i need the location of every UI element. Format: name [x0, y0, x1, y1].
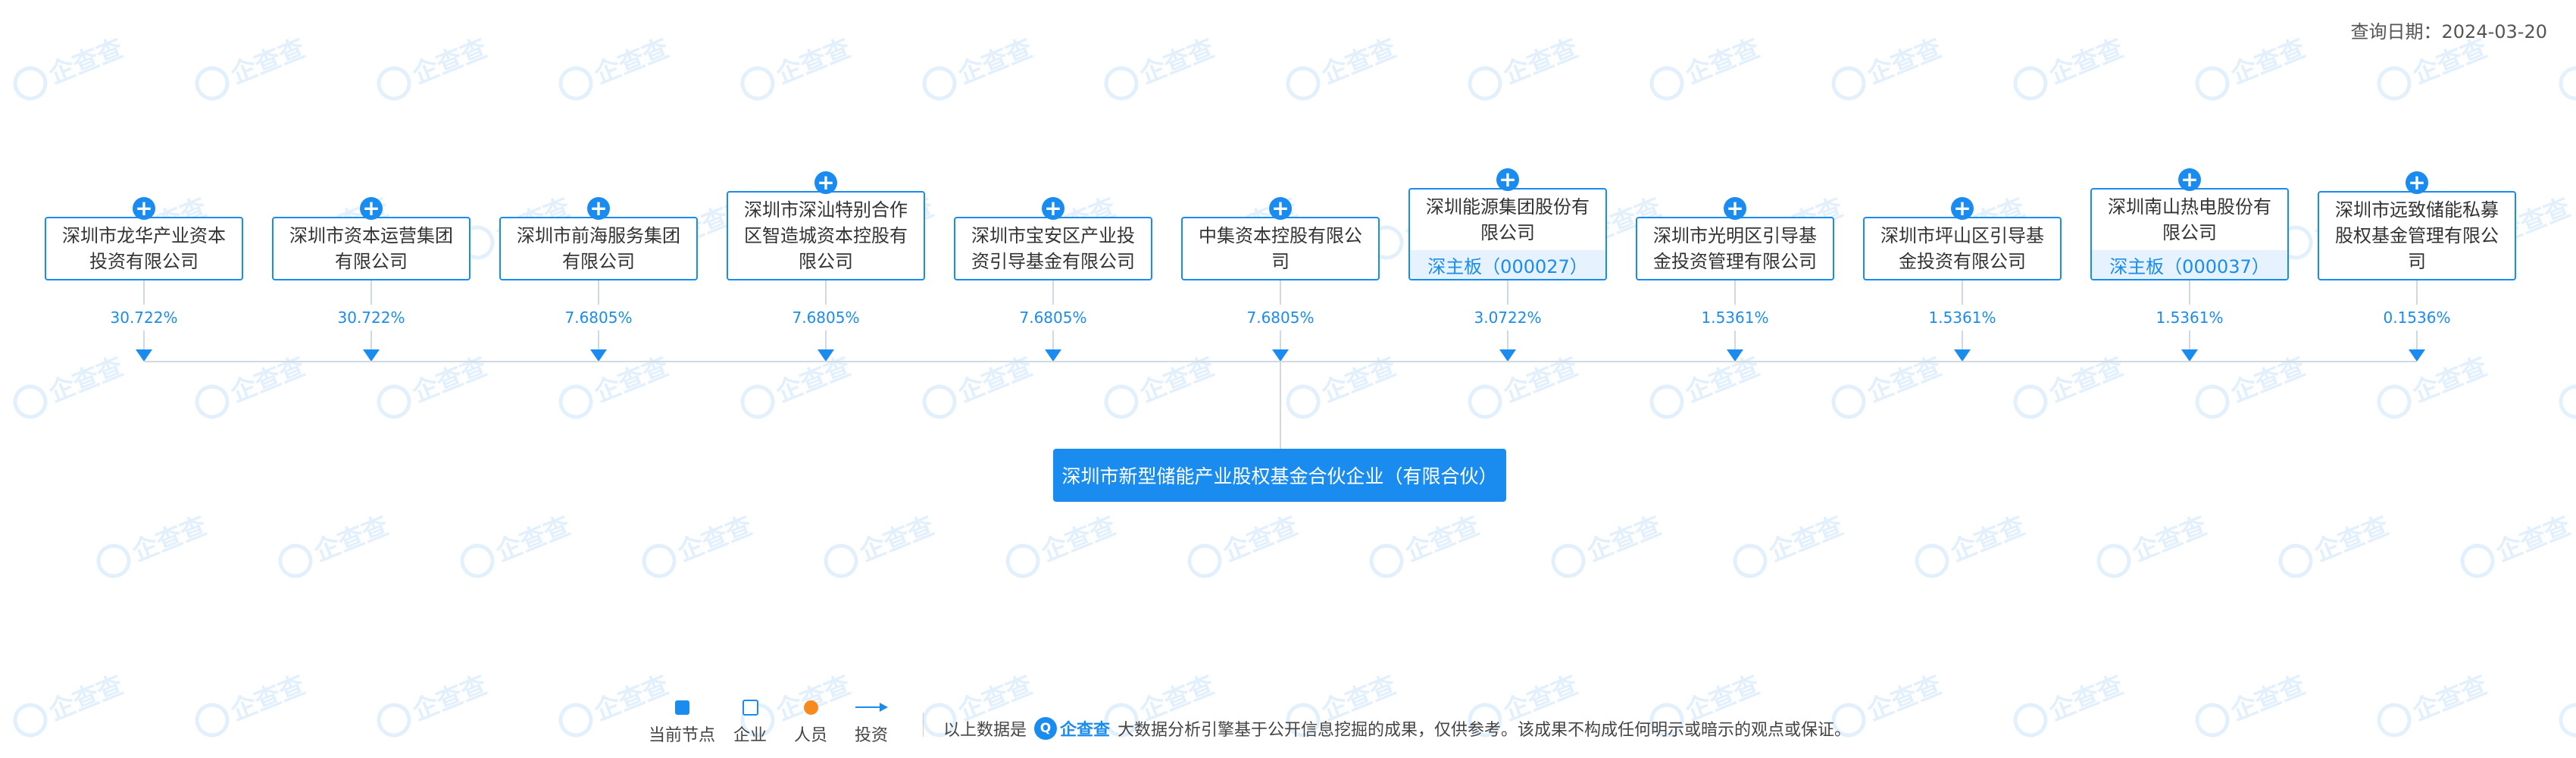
expand-plus-icon[interactable]: +	[360, 197, 383, 220]
current-company-name: 深圳市新型储能产业股权基金合伙企业（有限合伙）	[1061, 465, 1498, 487]
arrow-down-icon	[136, 349, 152, 362]
footer-divider	[923, 713, 924, 737]
arrow-down-icon	[590, 349, 607, 362]
shareholder-node[interactable]: 中集资本控股有限公司	[1181, 217, 1380, 280]
expand-plus-icon[interactable]: +	[1496, 168, 1519, 191]
expand-plus-icon[interactable]: +	[1724, 197, 1746, 220]
company-icon	[742, 699, 758, 716]
shareholder-node[interactable]: 深圳市龙华产业资本投资有限公司	[45, 217, 243, 280]
share-percent: 3.0722%	[1474, 309, 1542, 327]
share-percent: 7.6805%	[792, 309, 860, 327]
shareholder-name: 深圳能源集团股份有限公司	[1426, 196, 1590, 243]
share-percent: 7.6805%	[564, 309, 633, 327]
shareholder-name: 深圳市光明区引导基金投资管理有限公司	[1653, 225, 1817, 272]
shareholder-name: 深圳市资本运营集团有限公司	[289, 225, 453, 272]
arrow-down-icon	[2181, 349, 2198, 362]
share-percent: 30.722%	[337, 309, 405, 327]
expand-plus-icon[interactable]: +	[1951, 197, 1974, 220]
shareholder-node[interactable]: 深圳能源集团股份有限公司深主板（000027）	[1408, 188, 1607, 280]
shareholder-node[interactable]: 深圳市资本运营集团有限公司	[272, 217, 470, 280]
share-percent: 30.722%	[110, 309, 178, 327]
arrow-down-icon	[1499, 349, 1516, 362]
brand-logo: Q 企查查	[1034, 716, 1110, 741]
current-node-icon	[674, 700, 689, 715]
shareholder-node[interactable]: 深圳市宝安区产业投资引导基金有限公司	[954, 217, 1152, 280]
arrow-down-icon	[1045, 349, 1061, 362]
stock-tag[interactable]: 深主板（000027）	[1410, 250, 1605, 279]
shareholder-name: 中集资本控股有限公司	[1199, 225, 1362, 272]
disclaimer: 以上数据是 Q 企查查 大数据分析引擎基于公开信息挖掘的成果，仅供参考。该成果不…	[943, 716, 1851, 741]
stock-tag[interactable]: 深主板（000037）	[2092, 250, 2287, 279]
shareholder-node[interactable]: 深圳市坪山区引导基金投资有限公司	[1863, 217, 2062, 280]
legend-current-node: 当前节点	[648, 696, 716, 746]
legend: 当前节点 企业 人员 投资	[648, 696, 921, 745]
arrow-down-icon	[1727, 349, 1743, 362]
shareholder-name: 深圳市远致储能私募股权基金管理有限公司	[2335, 199, 2499, 272]
shareholder-name: 深圳市龙华产业资本投资有限公司	[62, 225, 226, 272]
expand-plus-icon[interactable]: +	[587, 197, 610, 220]
current-company-node[interactable]: 深圳市新型储能产业股权基金合伙企业（有限合伙）	[1053, 449, 1506, 502]
share-percent: 1.5361%	[1701, 309, 1769, 327]
arrow-down-icon	[363, 349, 380, 362]
arrow-down-icon	[1954, 349, 1971, 362]
shareholder-name: 深圳市深汕特别合作区智造城资本控股有限公司	[744, 199, 908, 272]
share-percent: 1.5361%	[2156, 309, 2224, 327]
expand-plus-icon[interactable]: +	[133, 197, 155, 220]
expand-plus-icon[interactable]: +	[1269, 197, 1292, 220]
shareholder-name: 深圳市宝安区产业投资引导基金有限公司	[971, 225, 1135, 272]
query-date: 查询日期：2024-03-20	[2350, 21, 2547, 42]
arrow-down-icon	[818, 349, 834, 362]
shareholder-name: 深圳市前海服务集团有限公司	[517, 225, 680, 272]
expand-plus-icon[interactable]: +	[2178, 168, 2201, 191]
legend-company: 企业	[716, 696, 784, 746]
shareholder-node[interactable]: 深圳市远致储能私募股权基金管理有限公司	[2318, 191, 2516, 280]
share-percent: 7.6805%	[1019, 309, 1087, 327]
legend-person: 人员	[777, 696, 845, 746]
share-percent: 1.5361%	[1928, 309, 1996, 327]
arrow-down-icon	[2409, 349, 2425, 362]
arrow-right-icon	[855, 703, 888, 712]
arrow-down-icon	[1272, 349, 1289, 362]
share-percent: 7.6805%	[1246, 309, 1315, 327]
expand-plus-icon[interactable]: +	[1042, 197, 1064, 220]
brand-logo-icon: Q	[1034, 717, 1058, 740]
shareholder-node[interactable]: 深圳南山热电股份有限公司深主板（000037）	[2090, 188, 2289, 280]
person-icon	[803, 700, 818, 715]
shareholder-name: 深圳市坪山区引导基金投资有限公司	[1880, 225, 2044, 272]
share-percent: 0.1536%	[2383, 309, 2451, 327]
expand-plus-icon[interactable]: +	[814, 171, 837, 194]
shareholder-node[interactable]: 深圳市前海服务集团有限公司	[499, 217, 698, 280]
shareholder-node[interactable]: 深圳市深汕特别合作区智造城资本控股有限公司	[727, 191, 925, 280]
legend-investment: 投资	[837, 696, 905, 746]
shareholder-node[interactable]: 深圳市光明区引导基金投资管理有限公司	[1636, 217, 1834, 280]
shareholder-name: 深圳南山热电股份有限公司	[2108, 196, 2271, 243]
expand-plus-icon[interactable]: +	[2406, 171, 2428, 194]
